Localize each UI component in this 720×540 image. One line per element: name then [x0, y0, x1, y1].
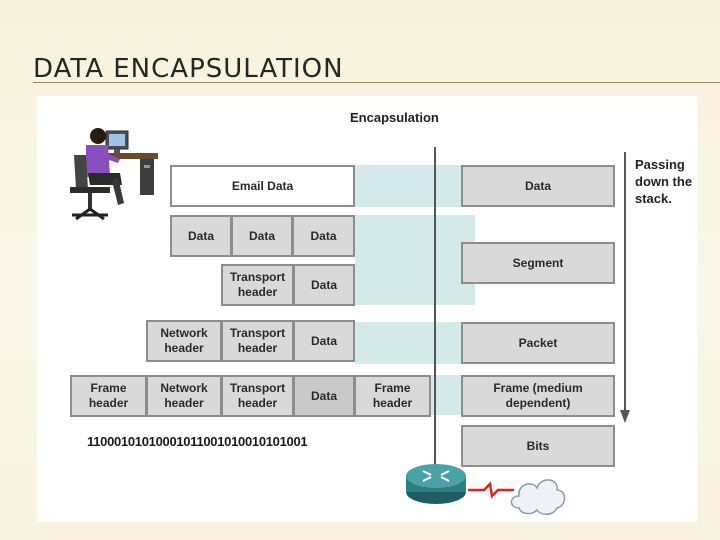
frame-network-header: Network header — [146, 375, 222, 417]
passing-line1: Passing — [635, 157, 685, 172]
frame-trailer-line1: Frame — [374, 381, 411, 395]
packet-transport-header: Transport header — [221, 320, 294, 362]
router-icon — [406, 464, 466, 504]
cloud-icon — [510, 479, 566, 515]
layer-segment: Segment — [461, 242, 615, 284]
data-chunk-3: Data — [292, 215, 355, 257]
diagram-title: Encapsulation — [350, 110, 439, 125]
packet-transport-line2: header — [237, 341, 278, 355]
segment-data: Data — [293, 264, 355, 306]
packet-transport-line1: Transport — [229, 326, 286, 340]
frame-network-line1: Network — [160, 381, 208, 395]
data-chunk-1: Data — [170, 215, 232, 257]
passing-line2: down the — [635, 174, 693, 189]
shade-band-segment — [355, 215, 475, 305]
frame-frame-header: Frame header — [70, 375, 147, 417]
frame-data: Data — [293, 375, 355, 417]
bits-stream: 11000101010001011001010010101001 — [87, 434, 308, 449]
frame-trailer: Frame header — [354, 375, 431, 417]
packet-data: Data — [293, 320, 355, 362]
segment-transport-line2: header — [237, 285, 278, 299]
passing-line3: stack. — [635, 191, 672, 206]
frame-header-line2: header — [88, 396, 129, 410]
layer-frame-line1: Frame (medium — [493, 381, 583, 395]
shade-band-packet — [355, 322, 461, 364]
packet-network-line2: header — [164, 341, 204, 355]
frame-header-line1: Frame — [90, 381, 127, 395]
layer-data: Data — [461, 165, 615, 207]
segment-transport-line1: Transport — [229, 270, 286, 284]
title-divider — [33, 82, 720, 83]
frame-transport-line2: header — [237, 396, 278, 410]
shade-band-data — [355, 165, 461, 207]
layer-frame: Frame (medium dependent) — [461, 375, 615, 417]
lightning-link-icon — [468, 481, 514, 499]
encapsulation-line — [434, 147, 436, 472]
segment-transport-header: Transport header — [221, 264, 294, 306]
passing-down-label: Passing down the stack. — [635, 156, 692, 207]
packet-network-line1: Network — [160, 326, 208, 340]
packet-network-header: Network header — [146, 320, 222, 362]
frame-trailer-line2: header — [372, 396, 413, 410]
down-arrow-icon — [620, 152, 630, 423]
slide-title: DATA ENCAPSULATION — [33, 54, 344, 84]
frame-network-line2: header — [164, 396, 204, 410]
layer-packet: Packet — [461, 322, 615, 364]
layer-frame-line2: dependent) — [505, 396, 571, 410]
data-chunk-2: Data — [231, 215, 293, 257]
frame-transport-header: Transport header — [221, 375, 294, 417]
person-at-computer-icon — [70, 128, 158, 221]
frame-transport-line1: Transport — [229, 381, 286, 395]
layer-bits: Bits — [461, 425, 615, 467]
email-data-box: Email Data — [170, 165, 355, 207]
